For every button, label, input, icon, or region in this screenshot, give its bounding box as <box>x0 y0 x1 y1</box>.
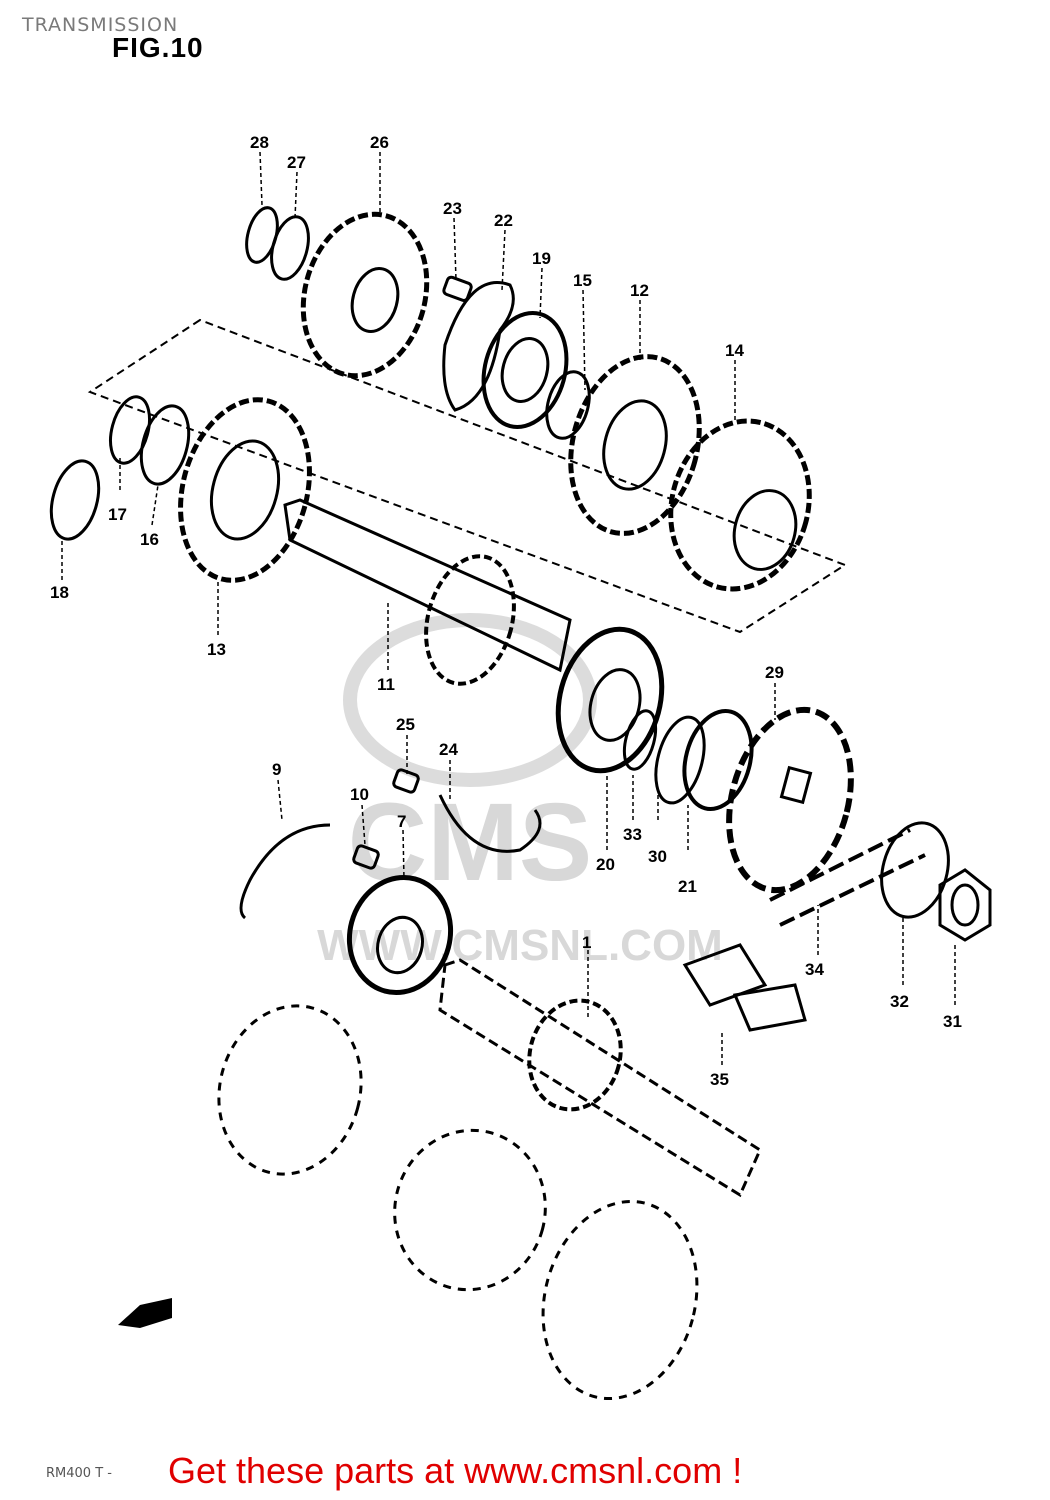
gear-13-teeth <box>178 397 312 583</box>
bearing-7-bore <box>376 915 424 975</box>
callout-23: 23 <box>443 199 462 218</box>
page-code: RM400 T - <box>46 1466 112 1481</box>
driveshaft-gear-a <box>217 1004 363 1176</box>
callout-18: 18 <box>50 583 69 602</box>
watermark-logo-ring <box>343 613 597 787</box>
callout-31: 31 <box>943 1012 962 1031</box>
gear-26-bore <box>350 267 400 333</box>
callout-16: 16 <box>140 530 159 549</box>
callout-12: 12 <box>630 281 649 300</box>
callout-1: 1 <box>582 933 591 952</box>
bearing-19-shape <box>481 311 569 429</box>
callout-11: 11 <box>377 675 395 694</box>
oil-seal-21-shape <box>682 708 754 812</box>
callout-10: 10 <box>350 785 369 804</box>
driveshaft-1-shape <box>438 958 762 1198</box>
retainer-24-shape <box>438 794 542 853</box>
bolt-25-shape <box>392 768 420 794</box>
bearing-20-shape <box>555 626 665 774</box>
washer-15-shape <box>545 370 591 440</box>
gear-14-teeth <box>668 418 812 592</box>
lock-washer-32-shape <box>880 821 950 919</box>
section-title: TRANSMISSION <box>22 14 179 36</box>
driveshaft-gear-c <box>541 1199 699 1401</box>
bolt-23-shape <box>442 275 473 302</box>
callout-29: 29 <box>765 663 784 682</box>
bolt-10-shape <box>352 844 380 870</box>
countershaft-11-gear <box>424 554 516 686</box>
callout-13: 13 <box>207 640 226 659</box>
leader-lines <box>61 151 956 1065</box>
chain-joint-35-shape <box>682 943 768 1007</box>
bearing-19-bore <box>500 337 550 403</box>
callout-32: 32 <box>890 992 909 1011</box>
callout-34: 34 <box>805 960 824 979</box>
parts-drawing <box>49 151 992 1401</box>
callout-33: 33 <box>623 825 642 844</box>
drive-chain-34-shape <box>769 828 926 927</box>
callout-labels: 28 27 26 23 22 19 15 12 14 17 16 18 13 1… <box>50 133 962 1089</box>
callout-30: 30 <box>648 847 667 866</box>
gear-12-bore <box>602 399 668 491</box>
sprocket-29-spline <box>779 765 813 805</box>
countershaft-11-shape <box>283 498 572 673</box>
callout-35: 35 <box>710 1070 729 1089</box>
gear-26-teeth <box>300 211 430 379</box>
sprocket-29-shape <box>726 706 854 894</box>
callout-24: 24 <box>439 740 458 759</box>
forward-arrow-icon <box>118 1298 172 1328</box>
callout-20: 20 <box>596 855 615 874</box>
bearing-7-shape <box>346 875 454 995</box>
callout-15: 15 <box>573 271 592 290</box>
watermark-logo-text: CMS <box>348 781 592 904</box>
spacer-30-shape <box>654 715 706 805</box>
callout-14: 14 <box>725 341 744 360</box>
circlip-17-shape <box>109 395 151 465</box>
callout-25: 25 <box>396 715 415 734</box>
washer-16-shape <box>139 404 191 486</box>
clip-9-shape <box>239 823 331 920</box>
callout-22: 22 <box>494 211 513 230</box>
nut-31-shape <box>938 868 992 942</box>
gear-12-teeth <box>568 354 702 536</box>
washer-27-shape <box>270 215 310 281</box>
get-parts-link[interactable]: Get these parts at www.cmsnl.com ! <box>168 1450 743 1491</box>
callout-19: 19 <box>532 249 551 268</box>
countershaft-assembly-outline <box>87 318 848 634</box>
bearing-20-bore <box>588 668 642 742</box>
callout-9: 9 <box>272 760 281 779</box>
callout-7: 7 <box>397 812 406 831</box>
callout-21: 21 <box>678 877 697 896</box>
callout-26: 26 <box>370 133 389 152</box>
driveshaft-gear-b <box>393 1128 547 1292</box>
callout-17: 17 <box>108 505 127 524</box>
gear-13-bore <box>209 439 281 541</box>
gear-14-bore <box>732 489 798 571</box>
oring-33-shape <box>622 709 658 771</box>
callout-28: 28 <box>250 133 269 152</box>
figure-label: FIG.10 <box>112 32 204 63</box>
retainer-22-shape <box>442 281 515 412</box>
callout-27: 27 <box>287 153 306 172</box>
driveshaft-1-gear <box>527 998 623 1112</box>
chain-joint-plate-shape <box>732 983 807 1032</box>
circlip-18-shape <box>49 459 101 541</box>
nut-31-bore <box>950 883 980 927</box>
